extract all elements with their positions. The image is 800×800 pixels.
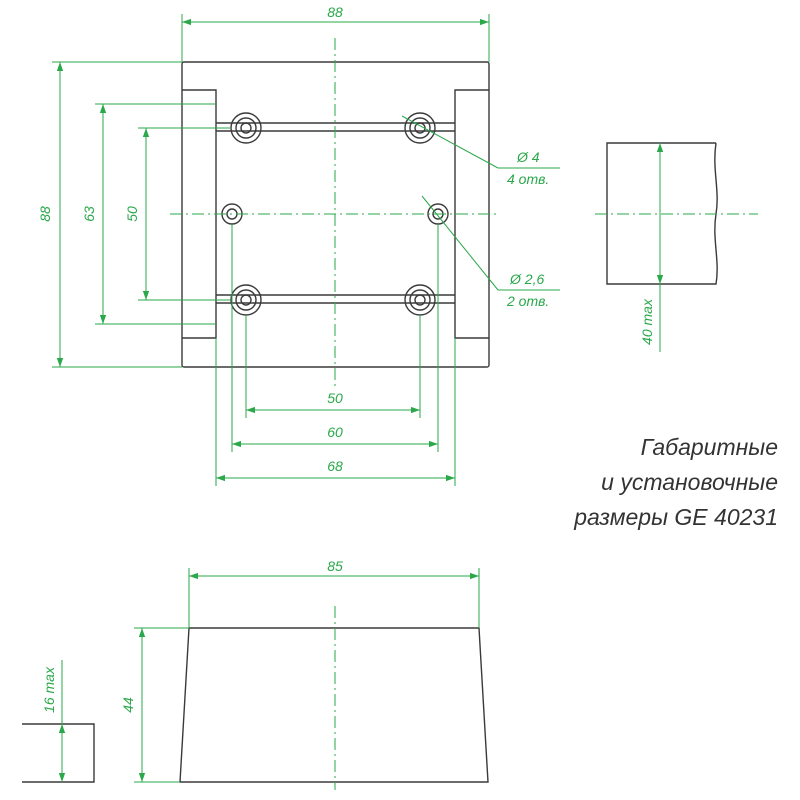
front-view-outline bbox=[179, 627, 489, 783]
cover-section-view: 16 max bbox=[22, 660, 95, 783]
right-rail bbox=[454, 89, 489, 339]
cover-section-outline bbox=[22, 723, 95, 783]
dim-overall-width: 88 bbox=[327, 4, 343, 20]
front-view: 85 44 bbox=[120, 558, 489, 790]
title-line-2: и установочные bbox=[601, 469, 778, 495]
mount-hole-large bbox=[230, 284, 262, 316]
hole-large-count: 4 отв. bbox=[507, 171, 549, 187]
dim-overall-height: 88 bbox=[37, 206, 53, 222]
top-view-dimensions bbox=[52, 14, 560, 486]
dim-cover-max: 16 max bbox=[41, 666, 57, 713]
mount-hole-large bbox=[230, 112, 262, 144]
dim-front-width: 85 bbox=[327, 558, 343, 574]
title-line-1: Габаритные bbox=[641, 434, 778, 460]
top-view-centerlines bbox=[170, 38, 500, 390]
dim-50-vertical: 50 bbox=[124, 206, 140, 222]
title-line-3: размеры GE 40231 bbox=[573, 504, 778, 530]
mount-hole-large bbox=[404, 284, 436, 316]
mount-hole-large bbox=[404, 112, 436, 144]
drawing-title: Габаритные и установочные размеры GE 402… bbox=[573, 434, 778, 530]
wall-section-outline bbox=[606, 142, 718, 285]
side-section-view: 40 max bbox=[595, 142, 758, 352]
dim-front-height: 44 bbox=[120, 697, 136, 713]
dim-wall-max: 40 max bbox=[639, 298, 655, 345]
top-view bbox=[181, 61, 490, 368]
dim-60: 60 bbox=[327, 424, 343, 440]
hole-small-diameter: Ø 2,6 bbox=[509, 271, 544, 287]
hole-large-diameter: Ø 4 bbox=[516, 149, 540, 165]
top-view-labels: 88 88 63 50 50 60 68 Ø 4 4 отв. Ø 2,6 2 … bbox=[37, 4, 549, 474]
dim-68: 68 bbox=[327, 458, 343, 474]
dim-63: 63 bbox=[81, 206, 97, 222]
hole-small-count: 2 отв. bbox=[506, 293, 549, 309]
dim-50-horizontal: 50 bbox=[327, 390, 343, 406]
